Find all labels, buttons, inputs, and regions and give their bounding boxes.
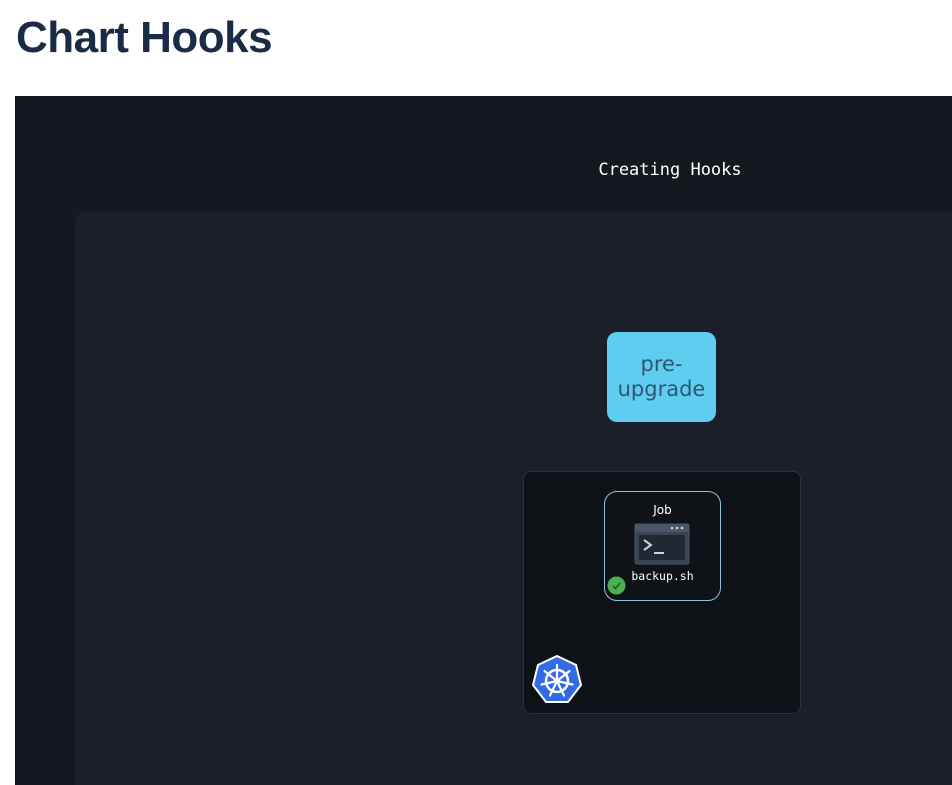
diagram-stage: Creating Hooks pre- upgrade Job backup.s… xyxy=(15,96,952,785)
page-title: Chart Hooks xyxy=(16,13,273,62)
pre-upgrade-hook: pre- upgrade xyxy=(607,332,716,422)
script-name: backup.sh xyxy=(631,569,694,583)
kubernetes-cluster: Job backup.sh xyxy=(523,471,801,714)
job-label: Job xyxy=(653,503,672,517)
terminal-icon xyxy=(634,523,690,565)
status-check-icon xyxy=(607,576,626,595)
kubernetes-icon xyxy=(531,654,583,703)
environment-panel xyxy=(75,212,952,785)
diagram-title: Creating Hooks xyxy=(598,160,742,180)
job-card: Job backup.sh xyxy=(604,491,721,601)
